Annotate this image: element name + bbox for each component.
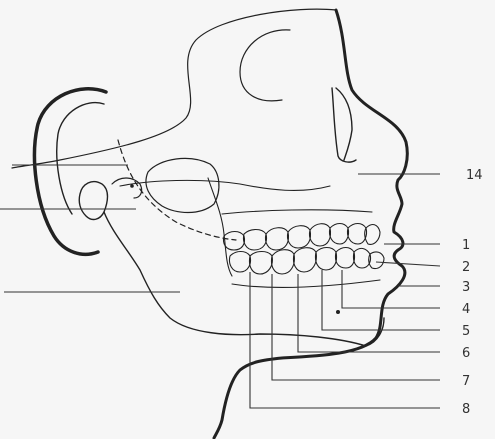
upper-alveolar-ridge [222,210,372,214]
label-7: 7 [462,374,470,389]
mental-foramen-dot [336,310,340,314]
lower-teeth [229,248,384,275]
zygomatic-bone [146,158,219,212]
orbit-outline [240,30,290,101]
ear-outline [35,89,106,255]
label-8: 8 [462,402,470,417]
leader-8 [250,272,440,408]
nasal-bone [332,88,356,162]
label-3: 3 [462,280,470,295]
face-profile [214,10,407,438]
leader-4 [342,270,440,308]
label-1: 1 [462,238,470,253]
leader-7 [272,274,440,380]
tmj-point [130,184,134,188]
zygomatic-arch [120,180,330,190]
condyle [79,182,107,220]
upper-teeth [223,224,380,251]
ear-inner [57,103,104,214]
label-4: 4 [462,302,470,317]
label-6: 6 [462,346,470,361]
leader-2 [376,262,440,266]
articular-eminence [112,178,142,198]
label-2: 2 [462,260,470,275]
cranium-outline [12,9,336,168]
mandible-inner [208,178,232,276]
label-5: 5 [462,324,470,339]
label-14: 14 [466,168,483,183]
lower-alveolar-ridge [232,280,380,287]
